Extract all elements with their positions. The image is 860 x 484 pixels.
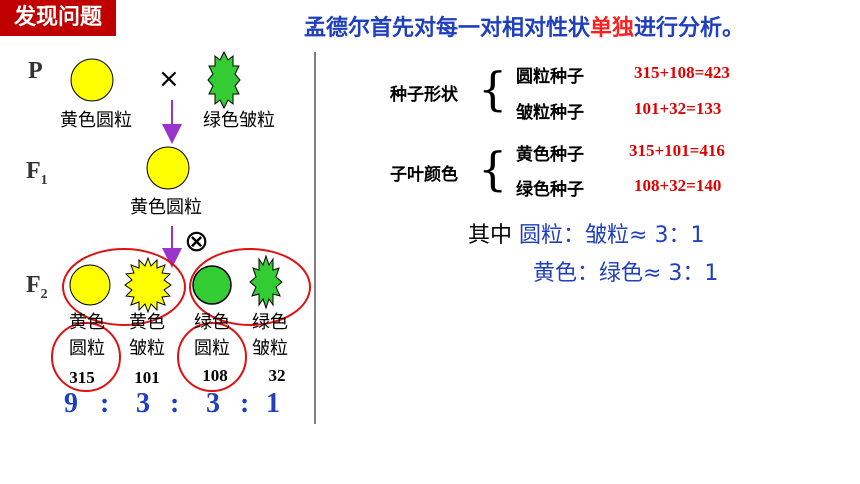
- gen-p-label: P: [28, 58, 43, 84]
- f2-ratio-3: 3: [206, 388, 220, 419]
- ratio-sep-1: :: [100, 388, 110, 419]
- brace-icon: {: [478, 62, 508, 116]
- f2-label-bottom-4: 皱粒: [252, 338, 288, 359]
- gen-f2-label: F2: [26, 272, 48, 302]
- headline-highlight: 单独: [590, 16, 635, 41]
- headline-post: 进行分析。: [634, 16, 745, 41]
- f2-label-top-2: 黄色: [129, 312, 165, 333]
- f2-count-4: 32: [268, 366, 286, 385]
- f2-label-bottom-3: 圆粒: [194, 338, 230, 359]
- self-cross-symbol: ⊗: [184, 224, 210, 259]
- seed-f2-yellow-wrinkled: [124, 256, 172, 314]
- eq-round: 315+108=423: [634, 63, 730, 82]
- summary-shape-ratio: 圆粒：皱粒≈ 3：1: [519, 223, 705, 248]
- ring-round-108: [177, 322, 247, 392]
- gen-f1-label: F1: [26, 158, 48, 188]
- cross-symbol: ×: [158, 64, 180, 94]
- seed-yellow-round-f1: [146, 146, 190, 190]
- f2-ratio-1: 9: [64, 388, 78, 419]
- summary-lead: 其中: [468, 223, 513, 248]
- f2-count-1: 315: [69, 368, 95, 387]
- seed-f2-green-round: [192, 265, 232, 305]
- trait-seed-shape: 种子形状: [390, 85, 458, 105]
- summary-line-1: 其中 圆粒：皱粒≈ 3：1: [468, 217, 704, 249]
- headline-pre: 孟德尔首先对每一对相对性状: [304, 16, 591, 41]
- f2-label-bottom-1: 圆粒: [69, 338, 105, 359]
- seed-f2-green-wrinkled: [249, 254, 283, 310]
- f2-label-top-3: 绿色: [194, 312, 230, 333]
- f2-count-3: 108: [202, 366, 228, 385]
- seed-yellow-round-p: [70, 58, 114, 102]
- vertical-divider: [314, 52, 316, 424]
- section-tag: 发现问题: [0, 0, 116, 36]
- ratio-sep-2: :: [170, 388, 180, 419]
- summary-color-ratio: 黄色：绿色≈ 3：1: [533, 261, 719, 286]
- eq-green: 108+32=140: [634, 176, 722, 195]
- f2-label-top-1: 黄色: [69, 312, 105, 333]
- p-label-yellow-round: 黄色圆粒: [60, 110, 132, 131]
- brace-icon: {: [478, 142, 508, 196]
- ring-yellow-group: [62, 248, 186, 326]
- eq-wrinkled: 101+32=133: [634, 99, 722, 118]
- ratio-sep-3: :: [240, 388, 250, 419]
- f1-label: 黄色圆粒: [130, 197, 202, 218]
- f2-ratio-4: 1: [266, 388, 280, 419]
- ring-round-315: [51, 322, 121, 392]
- seed-wrinkled: 皱粒种子: [516, 103, 584, 123]
- seed-green-wrinkled-p: [207, 50, 241, 110]
- f2-label-top-4: 绿色: [252, 312, 288, 333]
- f2-ratio-2: 3: [136, 388, 150, 419]
- eq-yellow: 315+101=416: [629, 141, 725, 160]
- seed-round: 圆粒种子: [516, 67, 584, 87]
- f2-count-2: 101: [134, 368, 160, 387]
- seed-green: 绿色种子: [516, 180, 584, 200]
- p-label-green-wrinkled: 绿色皱粒: [203, 110, 275, 131]
- ring-green-group: [189, 248, 311, 326]
- seed-yellow: 黄色种子: [516, 145, 584, 165]
- seed-f2-yellow-round: [69, 264, 111, 306]
- f2-label-bottom-2: 皱粒: [129, 338, 165, 359]
- trait-cotyledon-color: 子叶颜色: [390, 165, 458, 185]
- headline: 孟德尔首先对每一对相对性状单独进行分析。: [304, 10, 744, 42]
